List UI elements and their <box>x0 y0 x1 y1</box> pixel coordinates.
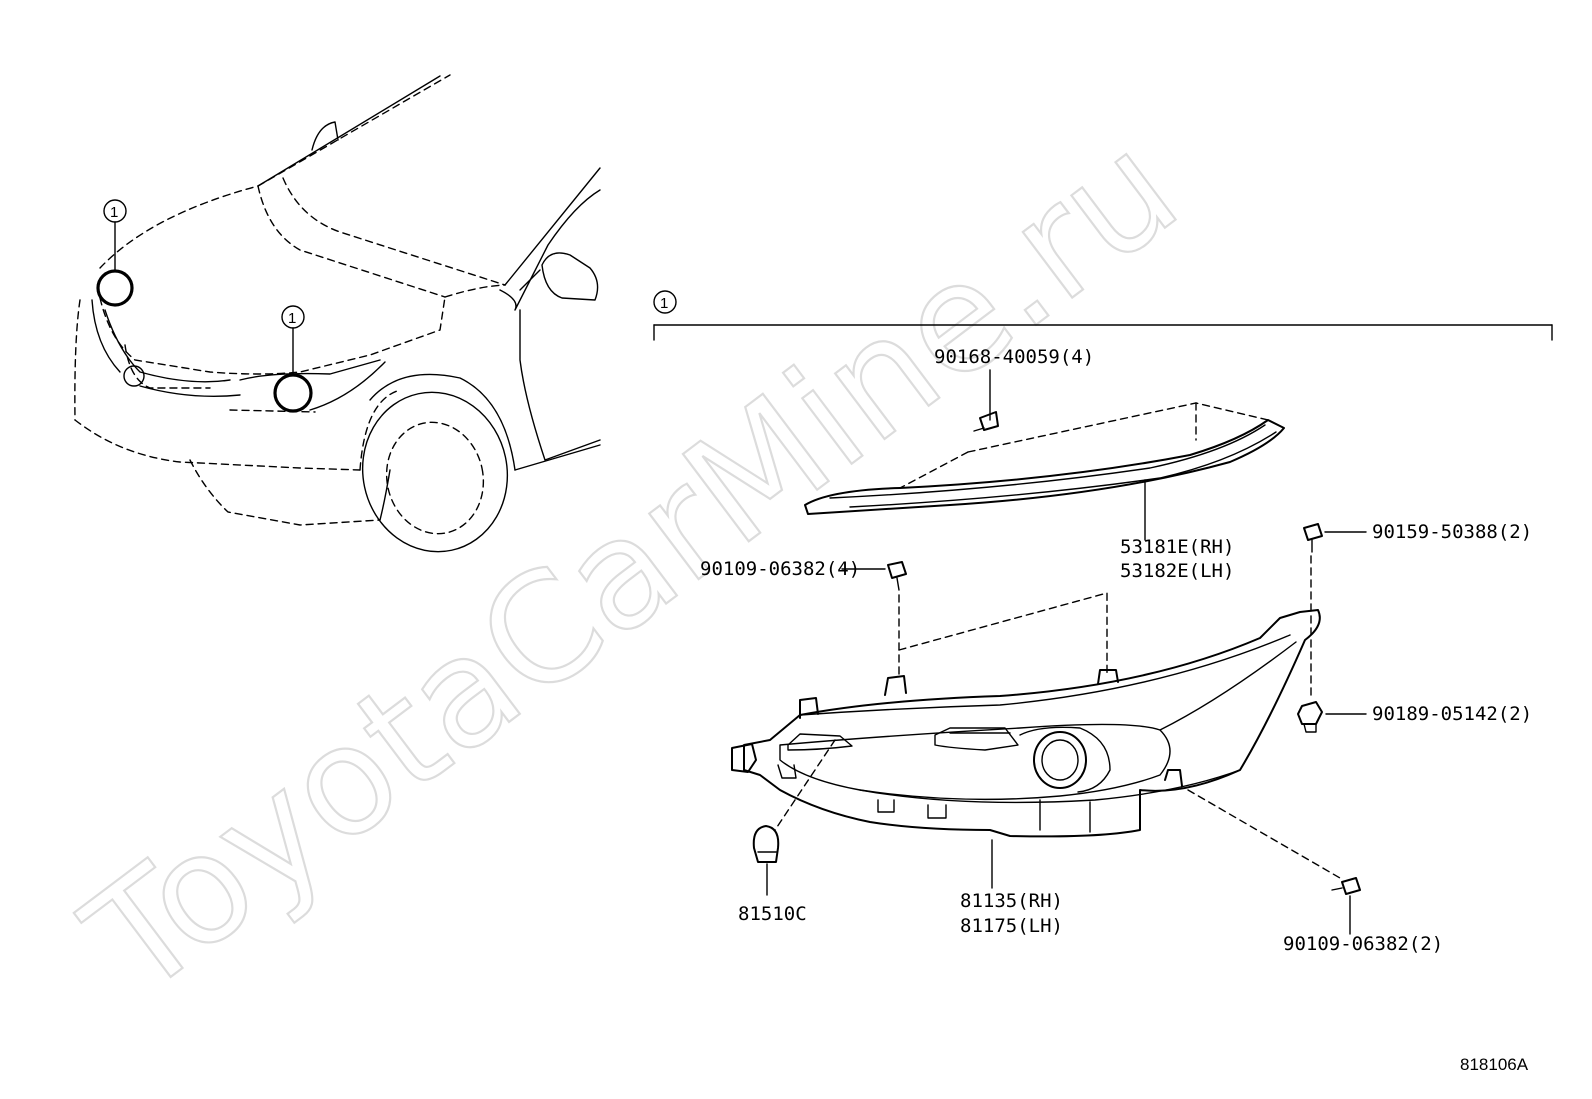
screw-bottom: 90109-06382(2) <box>1187 789 1443 955</box>
callout-left-headlight: 1 <box>96 199 134 307</box>
bulb: 81510C <box>738 739 836 925</box>
svg-text:53182E(LH): 53182E(LH) <box>1120 560 1234 582</box>
nut-right: 90189-05142(2) <box>1297 701 1532 733</box>
diagram-code: 818106A <box>1460 1055 1529 1074</box>
svg-text:1: 1 <box>110 204 118 221</box>
svg-text:90159-50388(2): 90159-50388(2) <box>1372 521 1532 543</box>
svg-text:90109-06382(4): 90109-06382(4) <box>700 558 860 580</box>
headlamp-cover: 53181E(RH) 53182E(LH) <box>804 402 1285 582</box>
svg-text:81135(RH): 81135(RH) <box>960 890 1063 912</box>
mirror-shape <box>541 252 599 301</box>
screw-top: 90168-40059(4) <box>934 346 1094 432</box>
screw-right-top: 90159-50388(2) <box>1303 521 1532 696</box>
svg-text:81175(LH): 81175(LH) <box>960 915 1063 937</box>
svg-text:81510C: 81510C <box>738 903 807 925</box>
svg-text:1: 1 <box>288 310 296 327</box>
svg-text:90189-05142(2): 90189-05142(2) <box>1372 703 1532 725</box>
svg-text:53181E(RH): 53181E(RH) <box>1120 536 1234 558</box>
callout-right-headlight: 1 <box>273 305 313 413</box>
svg-text:1: 1 <box>660 295 668 312</box>
screw-left: 90109-06382(4) <box>700 558 1108 676</box>
svg-text:90168-40059(4): 90168-40059(4) <box>934 346 1094 368</box>
front-wheel <box>361 391 509 553</box>
svg-text:90109-06382(2): 90109-06382(2) <box>1283 933 1443 955</box>
car-front-illustration <box>74 74 601 553</box>
headlamp-assembly: 81135(RH) 81175(LH) <box>731 609 1321 937</box>
group-bracket: 1 <box>653 290 1553 341</box>
